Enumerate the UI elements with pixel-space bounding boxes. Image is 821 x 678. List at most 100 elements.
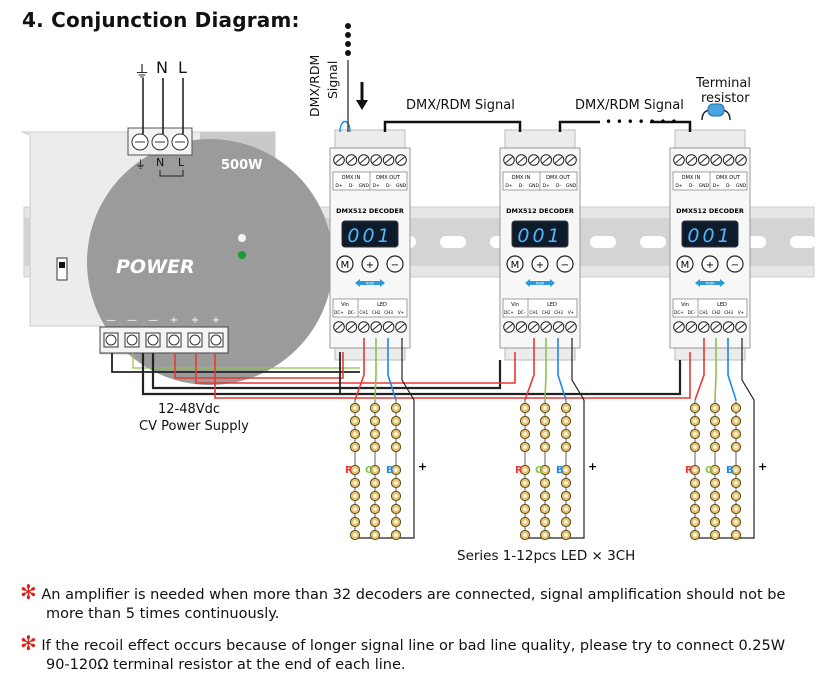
out-pin-label: DC- [348, 310, 356, 315]
wire [151, 353, 502, 390]
ps-out-sign: + [170, 315, 178, 326]
led-label: LED [547, 302, 557, 308]
wire [650, 120, 692, 132]
note-1-line1: An amplifier is needed when more than 32… [41, 587, 786, 603]
out-pin-label: CH1 [529, 310, 538, 315]
ps-out-screw [210, 334, 222, 346]
dmx-out-label: DMX OUT [376, 175, 401, 181]
strip-plus-label: + [758, 460, 767, 473]
out-pin-label: CH3 [554, 310, 563, 315]
dmx-pin-label: D- [386, 183, 391, 189]
dmx-pin-label: D+ [373, 183, 380, 189]
channel-wire [544, 338, 547, 401]
minus-button-label: − [731, 260, 739, 271]
dmx-pin-label: D+ [543, 183, 550, 189]
out-pin-label: V+ [568, 310, 575, 315]
note-1: ✻ An amplifier is needed when more than … [20, 580, 786, 624]
rail-slot [440, 236, 466, 248]
mains-wires [142, 78, 184, 134]
rdm-label: RDM [536, 282, 544, 286]
strip-plus-label: + [418, 460, 427, 473]
dmx-pin-label: GND [699, 183, 710, 189]
channel-wire [374, 338, 377, 401]
led-label: LED [377, 302, 387, 308]
asterisk-icon: ✻ [20, 631, 37, 655]
m-button[interactable] [676, 255, 694, 273]
strip-b-label: B [386, 465, 394, 476]
vin-label: Vin [681, 302, 689, 308]
plus-button[interactable] [361, 255, 379, 273]
link-label-1: DMX/RDM Signal [406, 98, 515, 113]
power-badge [87, 139, 333, 385]
out-pin-label: V+ [398, 310, 405, 315]
dmx-pin-label: GND [359, 183, 370, 189]
vin-label: Vin [341, 302, 349, 308]
page-title: 4. Conjunction Diagram: [22, 8, 300, 32]
rail-slot [640, 236, 666, 248]
wire [111, 353, 360, 373]
common-plus-wire [692, 338, 755, 539]
m-button-label: M [681, 260, 690, 271]
wire [383, 120, 522, 132]
decoder-name: DMX512 DECODER [336, 207, 404, 215]
note-1-line2: more than 5 times continuously. [46, 606, 280, 622]
signal-input [345, 23, 368, 110]
wattage-label: 500W [221, 158, 263, 173]
plus-button[interactable] [701, 255, 719, 273]
dmx-in-label: DMX IN [342, 175, 361, 181]
wire [141, 353, 682, 396]
out-pin-label: CH2 [372, 310, 381, 315]
link-label-2: DMX/RDM Signal [575, 98, 684, 113]
signal-in-label-1: DMX/RDM [307, 54, 322, 117]
m-button-label: M [511, 260, 520, 271]
note-2: ✻ If the recoil effect occurs because of… [20, 631, 785, 675]
channel-wire [557, 338, 567, 401]
dmx-pin-label: D- [556, 183, 561, 189]
minus-button[interactable] [556, 255, 574, 273]
dmx-pin-label: D- [349, 183, 354, 189]
terminal-resistor-label-1: Terminal [696, 76, 751, 91]
wire [132, 353, 360, 369]
out-pin-label: CH3 [724, 310, 733, 315]
out-pin-label: DC+ [674, 310, 684, 315]
ps-out-screw [168, 334, 180, 346]
ps-out-sign: — [148, 315, 158, 326]
dmx-pin-label: D+ [713, 183, 720, 189]
strip-r-label: R [685, 465, 693, 476]
minus-button[interactable] [726, 255, 744, 273]
plus-button-label: + [366, 260, 374, 271]
plus-button[interactable] [531, 255, 549, 273]
display-value: 001 [517, 225, 562, 247]
m-button[interactable] [336, 255, 354, 273]
rdm-arrow-icon [525, 279, 555, 287]
led-label: LED [717, 302, 727, 308]
m-button[interactable] [506, 255, 524, 273]
vin-label: Vin [511, 302, 519, 308]
ps-caption-line2: CV Power Supply [139, 419, 249, 434]
asterisk-icon: ✻ [20, 580, 37, 604]
terminal-earth-label: ⏚ [135, 158, 146, 171]
ps-out-screw [189, 334, 201, 346]
rail-slot [590, 236, 616, 248]
mains-n-label: N [156, 58, 168, 77]
note-2-line2: 90-120Ω terminal resistor at the end of … [46, 657, 406, 673]
ps-out-sign: + [212, 315, 220, 326]
strip-g-label: G [365, 465, 373, 476]
strip-g-label: G [535, 465, 543, 476]
common-plus-wire [352, 338, 415, 539]
terminal-n-label: N [156, 156, 165, 169]
minus-button-label: − [391, 260, 399, 271]
dmx-pin-label: D- [726, 183, 731, 189]
out-pin-label: CH2 [542, 310, 551, 315]
out-pin-label: DC- [518, 310, 526, 315]
dmx-pin-label: D- [519, 183, 524, 189]
out-pin-label: DC- [688, 310, 696, 315]
minus-button[interactable] [386, 255, 404, 273]
rdm-label: RDM [366, 282, 374, 286]
ps-caption-line1: 12-48Vdc [158, 402, 221, 417]
